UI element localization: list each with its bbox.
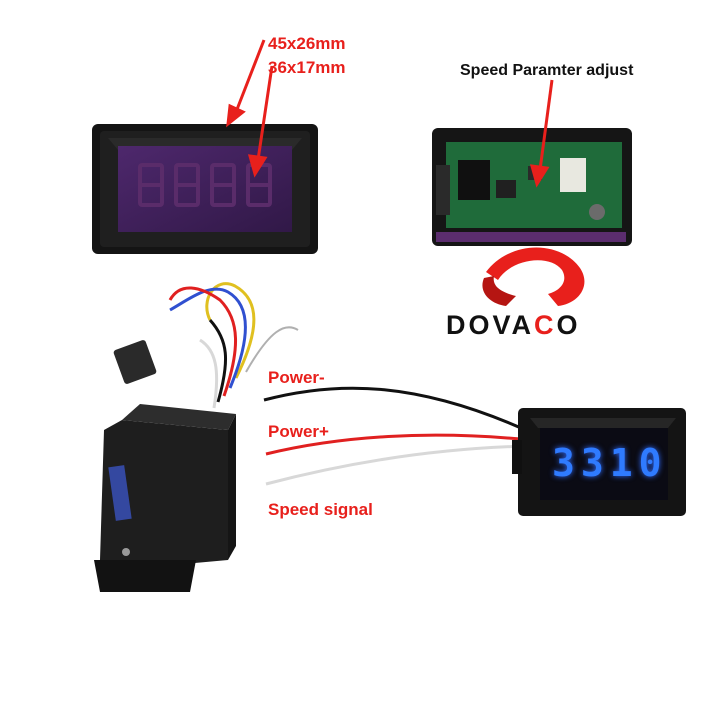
dovaco-logo-mark [482, 247, 585, 306]
panel-meter-lit [512, 408, 686, 516]
size-outer-label: 45x26mm [268, 34, 346, 53]
adjust-arrow [529, 79, 554, 188]
panel-meter-front [92, 124, 318, 254]
window-arrow [247, 65, 274, 178]
power-minus-label: Power- [268, 368, 325, 387]
speed-adjust-label: Speed Paramter adjust [460, 62, 634, 79]
brand-suffix: O [556, 310, 581, 340]
brand-prefix: DOVA [446, 310, 535, 340]
speed-signal-label: Speed signal [268, 500, 373, 519]
size-window-label: 36x17mm [268, 58, 346, 77]
unlit-digits [138, 163, 272, 207]
pcb-back-view [432, 128, 632, 246]
meter-wires [263, 386, 531, 486]
power-plus-label: Power+ [268, 422, 329, 441]
hall-sensor-module [94, 282, 299, 592]
brand-accent: C [534, 310, 557, 340]
display-reading: 3310 [552, 441, 668, 485]
dimension-arrow [226, 39, 266, 128]
dovaco-wordmark: DOVACO [446, 310, 581, 341]
